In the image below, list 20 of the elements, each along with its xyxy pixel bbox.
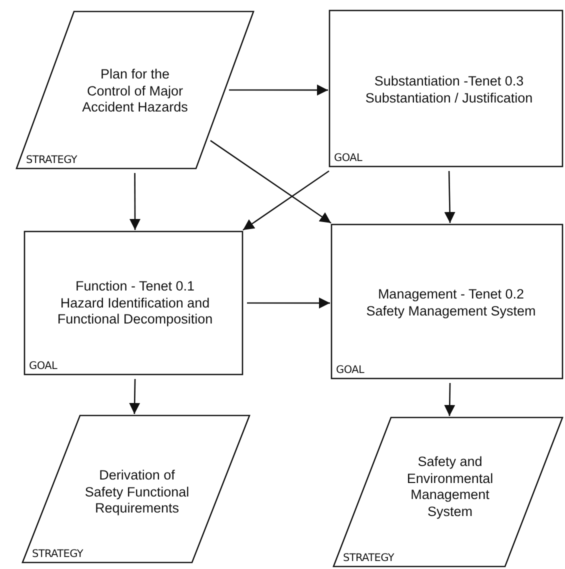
arrow xyxy=(444,383,456,416)
node-type-label: GOAL xyxy=(333,152,364,164)
node-text: Plan for the Control of Major Accident Hazards xyxy=(81,66,189,116)
arrow xyxy=(130,173,140,230)
node-type-label: STRATEGY xyxy=(31,548,84,560)
arrow xyxy=(247,298,330,309)
node-text: Function - Tenet 0.1 Hazard Identification and Functional Decomposition xyxy=(56,278,214,328)
node-text: Substantiation -Tenet 0.3 Substantiation / Justification xyxy=(364,74,534,106)
node-type-label: STRATEGY xyxy=(342,552,395,564)
arrow xyxy=(242,170,330,231)
node-text: Management - Tenet 0.2 Safety Management System xyxy=(365,286,537,320)
arrow xyxy=(444,170,456,224)
arrow xyxy=(229,84,328,96)
arrow xyxy=(129,378,140,414)
node-text: Safety and Environmental Management System xyxy=(406,454,494,520)
node-type-label: GOAL xyxy=(335,364,366,376)
node-type-label: STRATEGY xyxy=(25,154,78,166)
node-type-label: GOAL xyxy=(28,360,58,372)
arrow xyxy=(210,140,332,224)
node-text: Derivation of Safety Functional Requirements xyxy=(84,467,190,517)
